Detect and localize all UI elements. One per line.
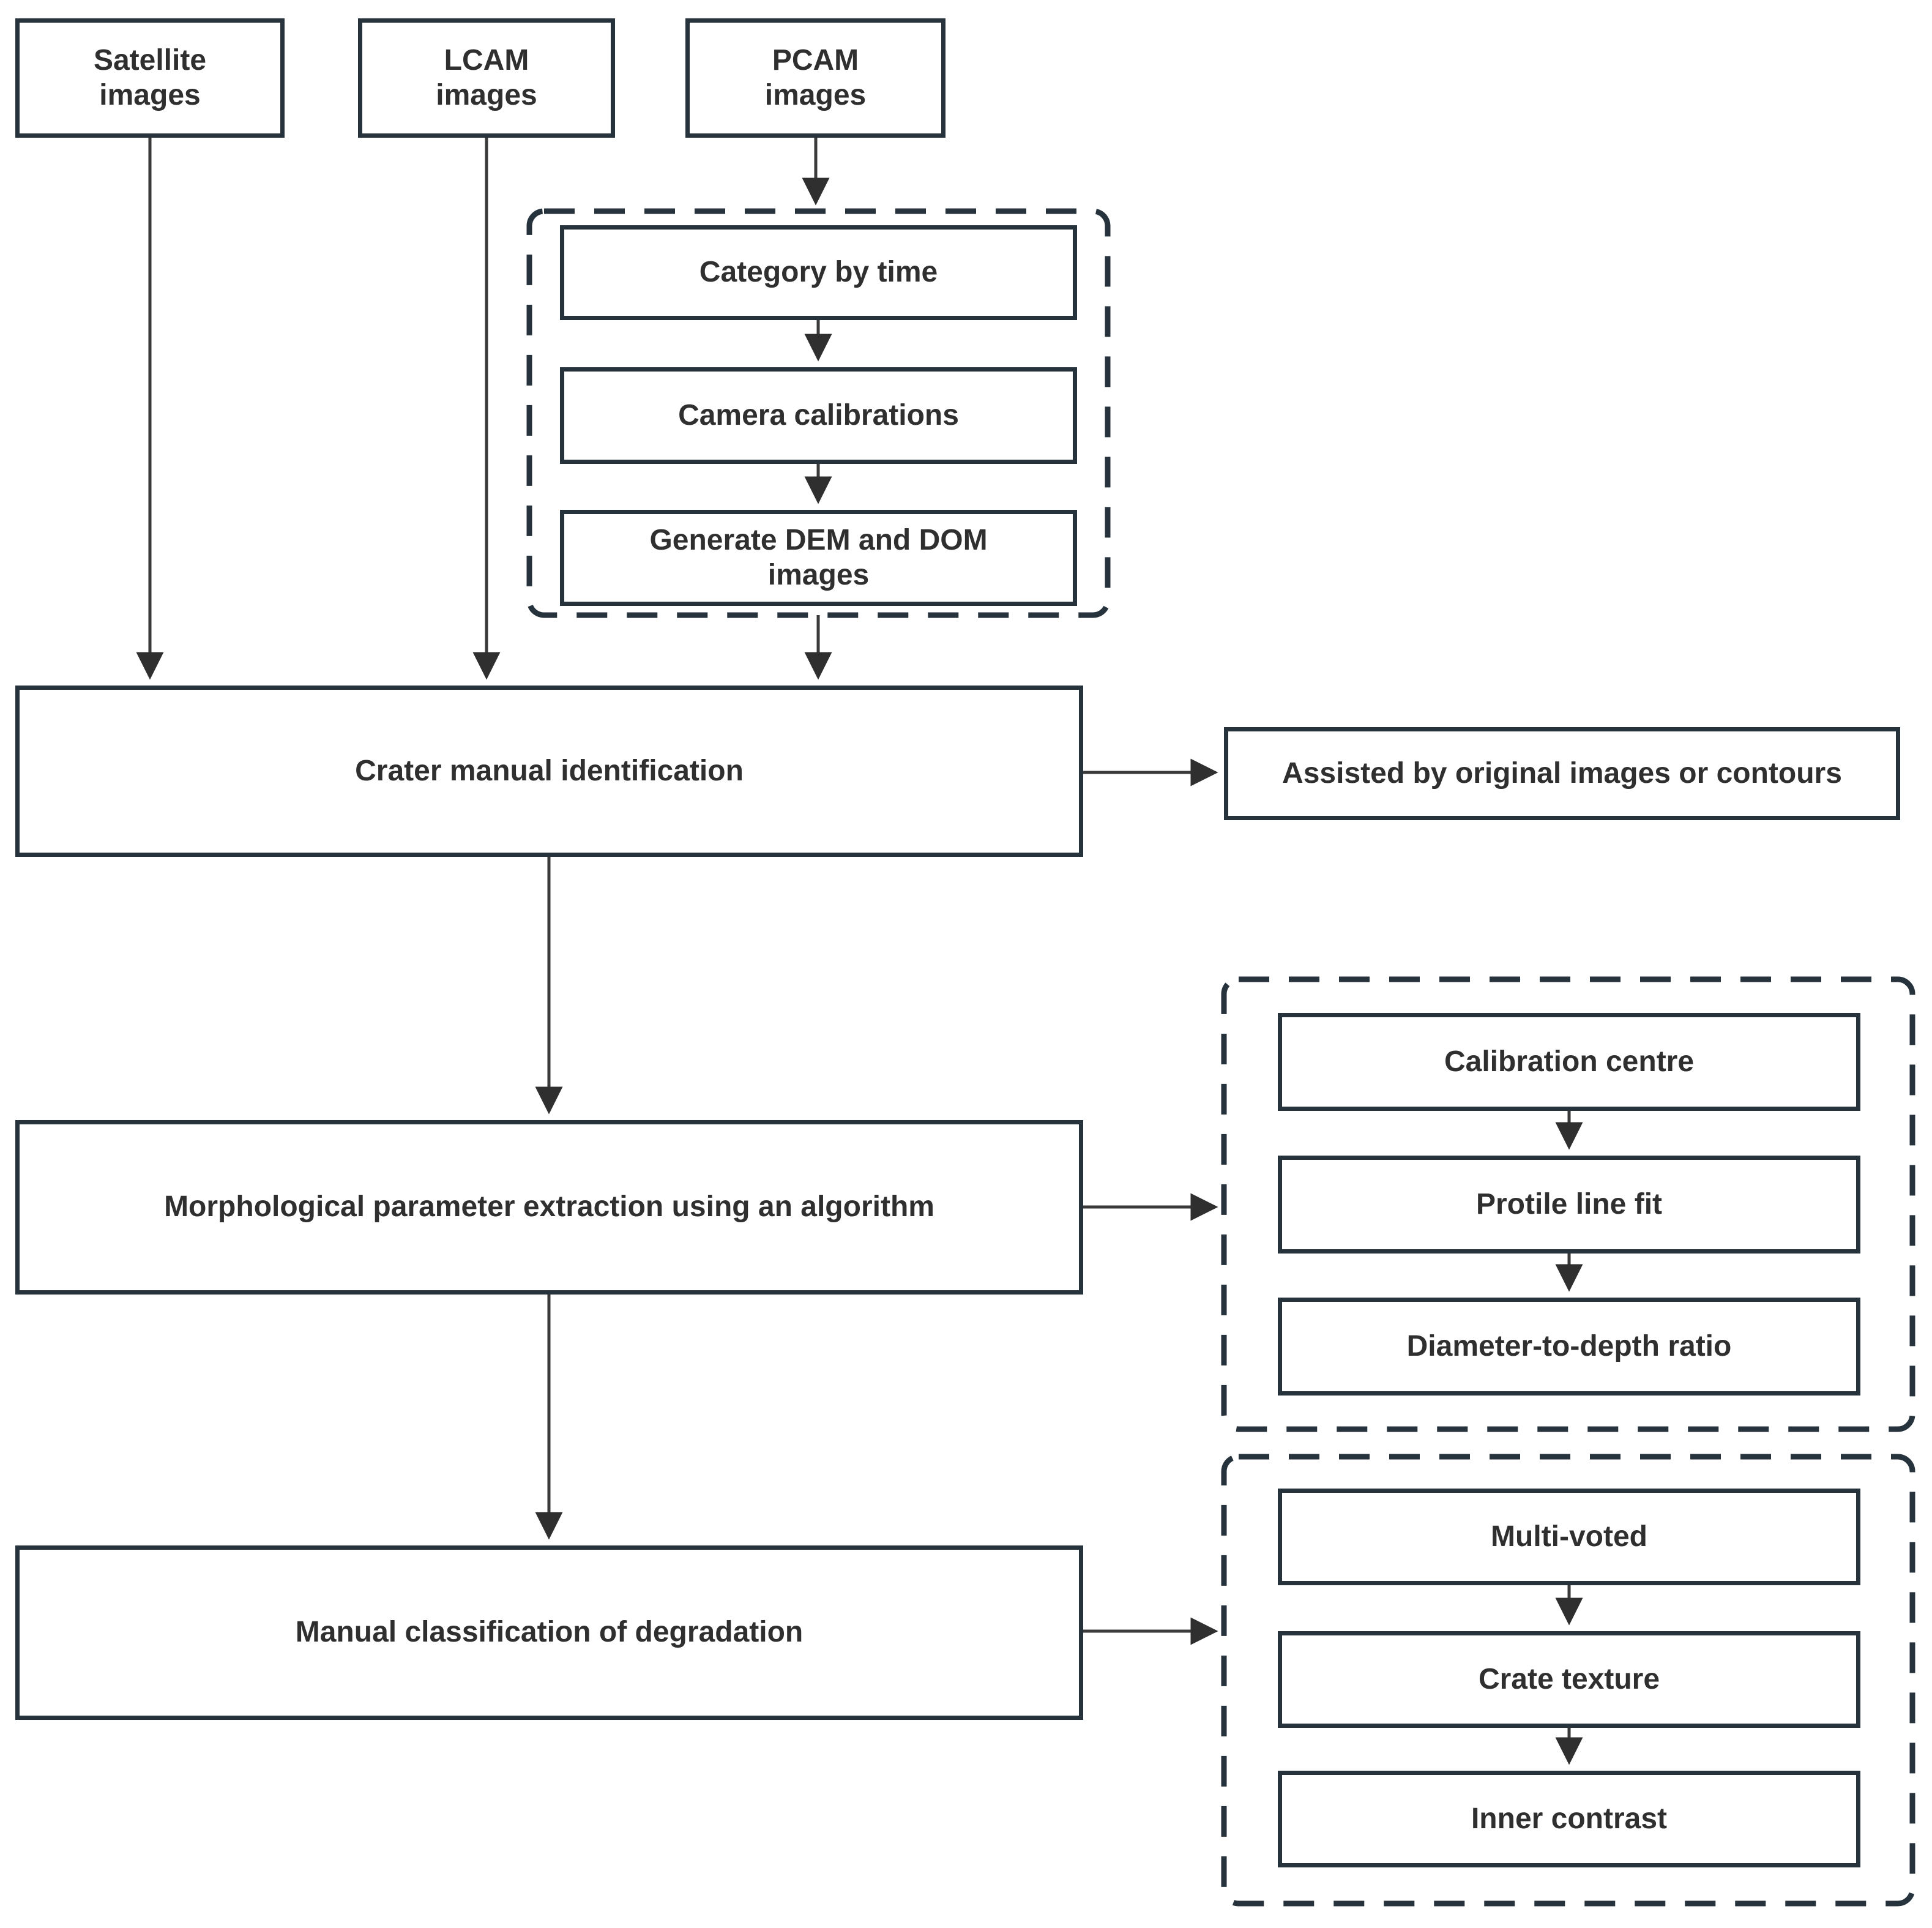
node-protile-line-fit: Protile line fit bbox=[1278, 1156, 1860, 1254]
morphology-group-outline bbox=[1221, 976, 1915, 1432]
node-calibration-centre: Calibration centre bbox=[1278, 1013, 1860, 1111]
node-satellite-images: Satellite images bbox=[15, 18, 285, 138]
preprocess-group-outline bbox=[526, 208, 1111, 618]
node-manual-classification-of-degradation: Manual classification of degradation bbox=[15, 1545, 1083, 1720]
node-pcam-images: PCAM images bbox=[685, 18, 945, 138]
node-category-by-time: Category by time bbox=[560, 225, 1077, 320]
node-generate-dem-dom-images: Generate DEM and DOM images bbox=[560, 510, 1077, 606]
classification-group-outline bbox=[1221, 1454, 1915, 1907]
node-diameter-to-depth-ratio: Diameter-to-depth ratio bbox=[1278, 1298, 1860, 1396]
node-assisted-by-original-images: Assisted by original images or contours bbox=[1224, 727, 1900, 820]
node-lcam-images: LCAM images bbox=[358, 18, 615, 138]
node-inner-contrast: Inner contrast bbox=[1278, 1771, 1860, 1867]
node-crate-texture: Crate texture bbox=[1278, 1631, 1860, 1728]
node-crater-manual-identification: Crater manual identification bbox=[15, 686, 1083, 857]
node-multi-voted: Multi-voted bbox=[1278, 1489, 1860, 1585]
node-morphological-parameter-extraction: Morphological parameter extraction using… bbox=[15, 1120, 1083, 1295]
node-camera-calibrations: Camera calibrations bbox=[560, 367, 1077, 464]
